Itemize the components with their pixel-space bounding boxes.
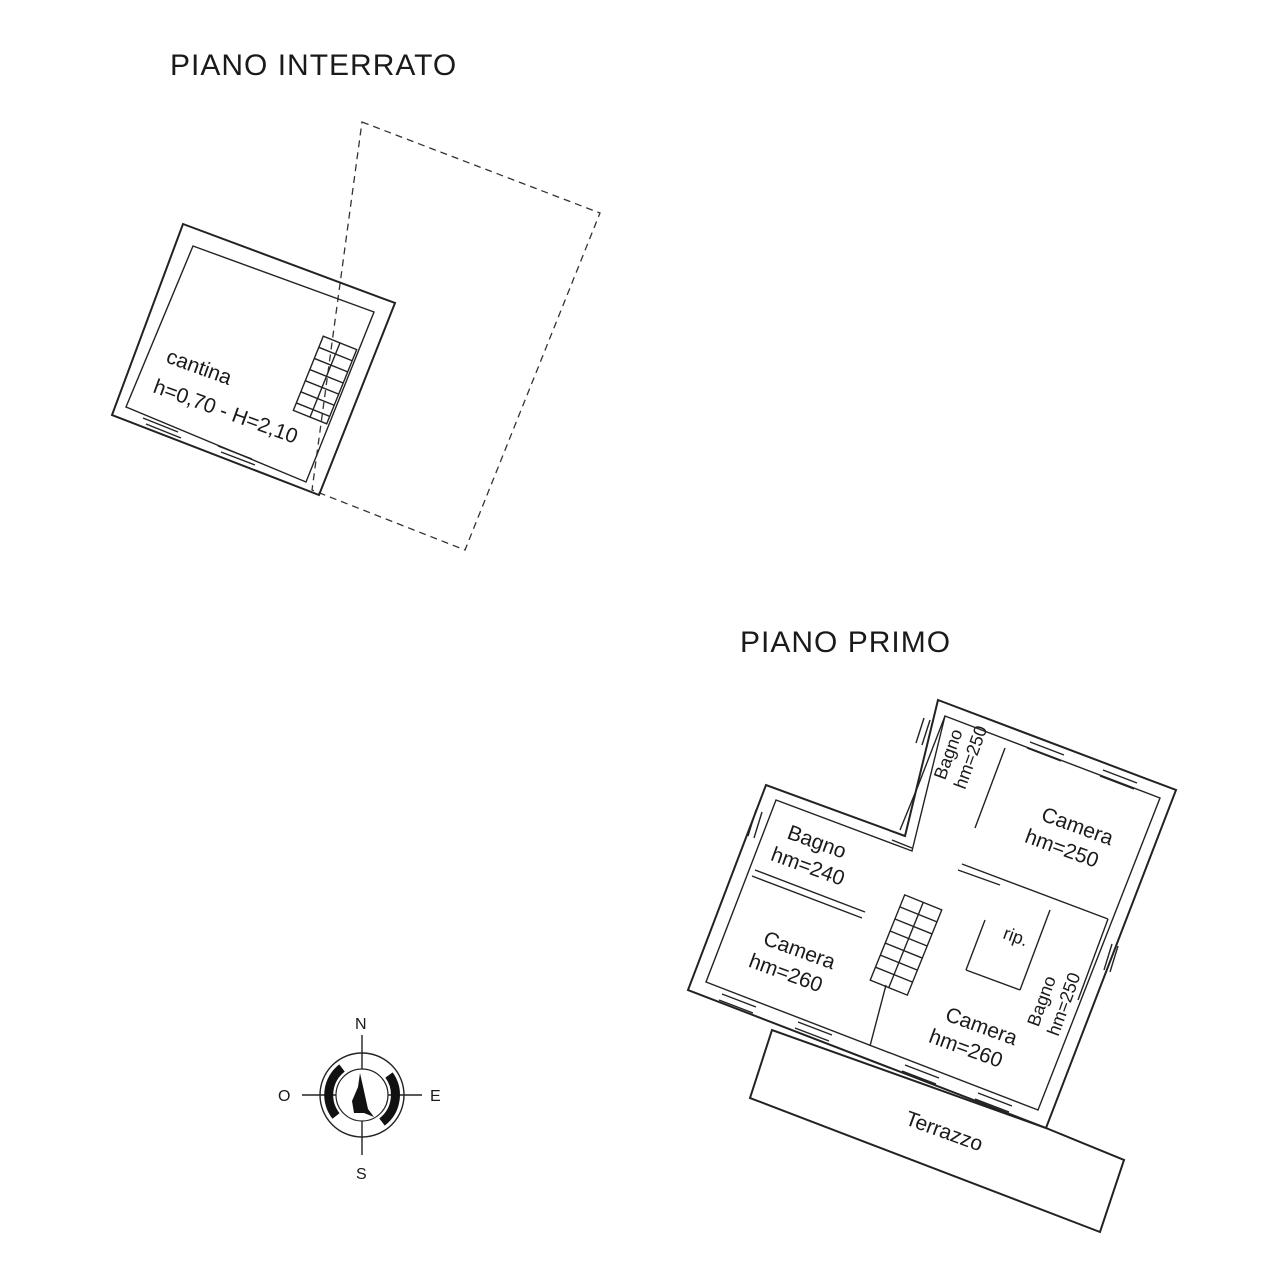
room-terrazzo-name: Terrazzo — [902, 1107, 986, 1156]
compass-arc-west — [324, 1064, 345, 1119]
room-camera-s: Camera hm=260 — [926, 1003, 1021, 1072]
window-bagno-left — [747, 809, 763, 839]
room-rip: rip. — [1001, 923, 1031, 950]
partition-rip-right — [1019, 909, 1051, 991]
window-camera-s-1 — [901, 1064, 940, 1085]
room-camera-w: Camera hm=260 — [746, 927, 839, 997]
partition-bagno-right-left — [1077, 918, 1109, 1001]
room-bagno-right: Bagno hm=250 — [1023, 970, 1084, 1038]
cellar-stair — [292, 335, 358, 425]
window-camera-w-1 — [718, 993, 757, 1014]
compass-rose: N S E O — [278, 1016, 441, 1183]
basement-title: PIANO INTERRATO — [170, 49, 457, 82]
partition-bagno-top-door — [899, 785, 919, 831]
compass-outer-ring — [319, 1052, 405, 1138]
cellar-outer-wall — [110, 222, 397, 497]
partition-bagno-left-top — [891, 839, 913, 849]
cellar-window-2 — [217, 445, 256, 466]
partition-bagno-top-camera — [974, 747, 1006, 829]
cellar-inner-wall — [125, 245, 375, 483]
partition-rip-bottom — [965, 969, 1021, 991]
partition-camera-ne-bottom-2 — [957, 869, 1001, 886]
basement-footprint-outline — [311, 121, 601, 551]
room-terrazzo: Terrazzo — [902, 1107, 986, 1156]
compass-west-label: O — [278, 1088, 290, 1105]
terrazzo-outline — [748, 1028, 1126, 1234]
compass-north-arrow-icon — [352, 1073, 374, 1117]
window-bagno-top — [915, 717, 931, 746]
cellar-window-1 — [142, 417, 182, 439]
compass-south-label: S — [356, 1166, 367, 1183]
compass-east-label: E — [430, 1088, 441, 1105]
compass-north-label: N — [355, 1016, 367, 1033]
window-bagno-right — [1103, 943, 1119, 973]
partition-rip-left — [965, 919, 986, 971]
room-bagno-top: Bagno hm=250 — [930, 723, 991, 791]
partition-camera-ne-bottom — [961, 863, 1109, 920]
first-floor-inner-wall — [705, 715, 1161, 1111]
partition-bagno-left-bottom — [754, 869, 866, 913]
first-floor-plan: Bagno hm=250 Camera hm=250 Bagno hm=240 … — [686, 698, 1178, 1234]
first-floor-outer-wall — [686, 698, 1178, 1130]
room-camera-ne: Camera hm=250 — [1022, 803, 1117, 872]
first-floor-title: PIANO PRIMO — [740, 626, 951, 659]
partition-camera-w-camera-s — [869, 984, 887, 1047]
partition-bagno-left-bottom-2 — [751, 875, 863, 919]
window-camera-w-2 — [794, 1021, 833, 1042]
basement-plan: cantina h=0,70 - H=2,10 — [110, 121, 601, 551]
window-camera-s-2 — [974, 1092, 1013, 1113]
first-floor-stair — [869, 893, 943, 997]
window-camera-ne-2 — [1099, 769, 1138, 790]
room-rip-name: rip. — [1001, 923, 1031, 950]
window-camera-ne-1 — [1026, 741, 1065, 762]
compass-arc-east — [379, 1072, 400, 1126]
partition-bagno-top-left — [917, 715, 946, 787]
